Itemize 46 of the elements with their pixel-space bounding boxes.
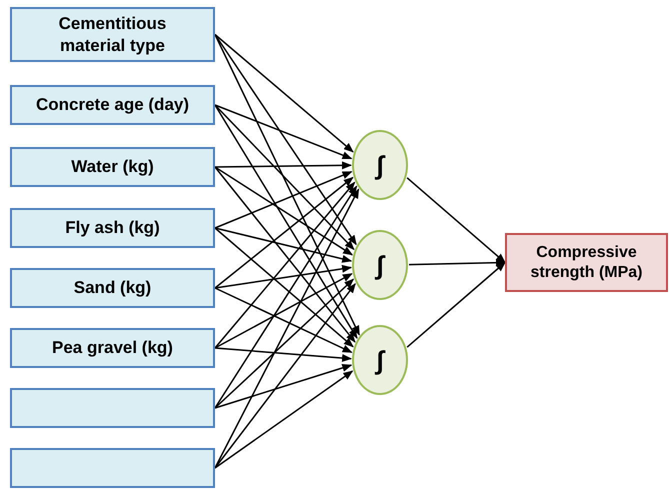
arrow xyxy=(214,104,352,160)
input-box xyxy=(10,85,215,125)
node-label: Concrete age (day) xyxy=(36,94,190,116)
input-box xyxy=(10,268,215,308)
arrow xyxy=(214,171,352,229)
input-box xyxy=(10,328,215,368)
arrow xyxy=(214,188,360,468)
node-label: Cementitious material type xyxy=(58,13,168,56)
arrow xyxy=(214,227,354,348)
arrow xyxy=(214,166,354,256)
arrow xyxy=(214,264,352,289)
output-box xyxy=(505,233,668,292)
input-box xyxy=(10,388,215,428)
arrow xyxy=(408,258,506,267)
arrow xyxy=(214,278,354,409)
arrow xyxy=(214,161,352,170)
integral-symbol: ∫ xyxy=(376,148,384,182)
arrow xyxy=(214,282,356,468)
node-label: Sand (kg) xyxy=(74,277,152,299)
input-box xyxy=(10,208,215,248)
arrow xyxy=(214,34,354,152)
input-box xyxy=(10,7,215,62)
arrow xyxy=(214,34,357,246)
node-label: Fly ash (kg) xyxy=(65,217,160,239)
arrow xyxy=(406,262,506,348)
arrow xyxy=(214,364,352,409)
integral-symbol: ∫ xyxy=(376,344,384,376)
arrow xyxy=(214,227,352,263)
node-label: Water (kg) xyxy=(71,156,154,178)
neuron-ellipse xyxy=(352,325,408,395)
node-label: Pea gravel (kg) xyxy=(52,337,173,359)
arrow xyxy=(214,347,352,362)
node-label: Compressive strength (MPa) xyxy=(530,242,644,282)
arrow xyxy=(214,104,355,250)
integral-symbol: ∫ xyxy=(376,248,384,282)
input-box xyxy=(10,147,215,187)
arrow xyxy=(406,177,506,264)
arrow xyxy=(214,287,353,354)
input-box xyxy=(10,448,215,488)
arrow xyxy=(214,34,360,336)
neuron-ellipse xyxy=(352,130,408,200)
arrow xyxy=(214,176,354,289)
arrow xyxy=(214,273,353,349)
arrow xyxy=(214,370,354,469)
arrow xyxy=(214,104,358,339)
arrow xyxy=(214,185,358,408)
